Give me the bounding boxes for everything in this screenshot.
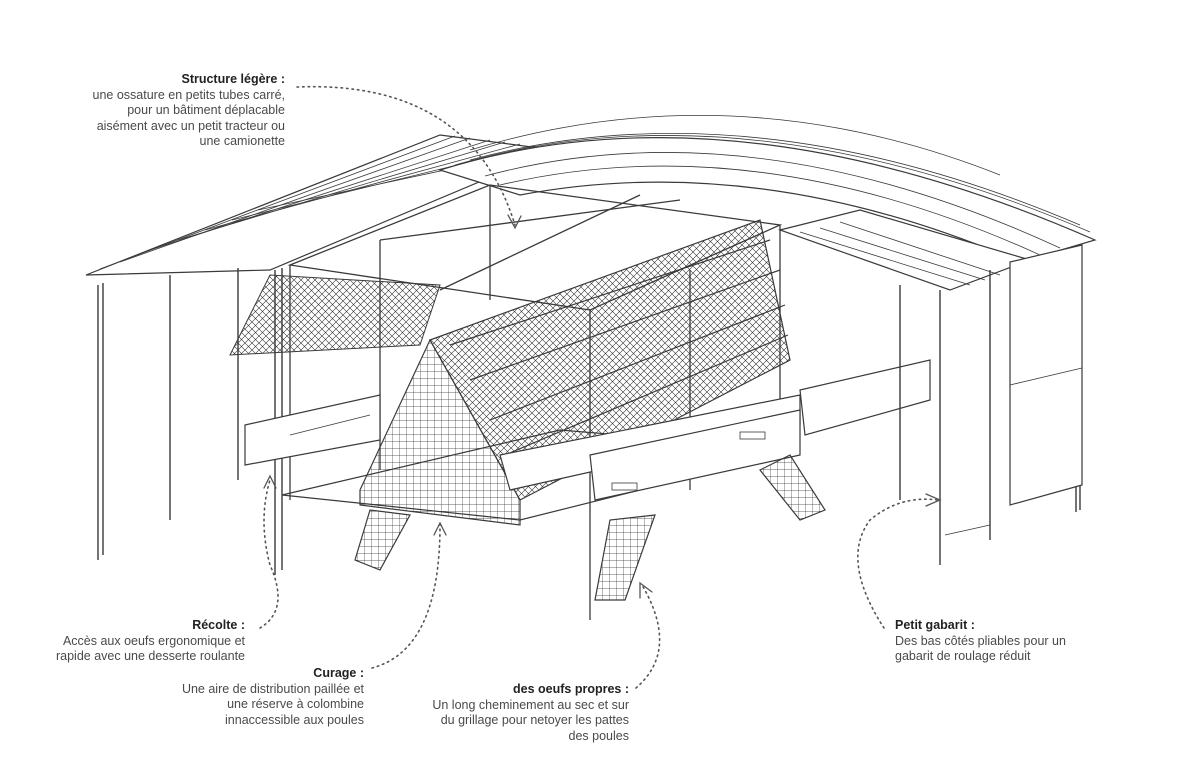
right-ramp [759,454,826,521]
leader-gabarit [857,498,939,629]
callout-oeufs-title: des oeufs propres : [513,682,629,696]
callout-structure: Structure légère : une ossature en petit… [93,72,285,150]
left-ramp [354,509,411,571]
leader-structure [296,85,516,226]
callout-recolte: Récolte : Accès aux oeufs ergonomique et… [56,618,245,665]
leader-lines [259,85,942,689]
left-awning-mesh [229,274,441,356]
callout-oeufs: des oeufs propres : Un long cheminement … [432,682,629,744]
callout-gabarit-title: Petit gabarit : [895,618,975,632]
right-nest-box [799,359,931,436]
callout-curage-line: Une aire de distribution paillée et [181,681,364,696]
leader-recolte [259,479,279,629]
leader-oeufs [635,584,661,689]
callout-curage: Curage : Une aire de distribution paillé… [182,666,364,728]
callout-gabarit-line: gabarit de roulage réduit [895,649,1031,663]
callout-gabarit: Petit gabarit : Des bas côtés pliables p… [895,618,1066,665]
callout-gabarit-line: Des bas côtés pliables pour un [895,633,1066,648]
building-drawing [85,115,1097,620]
callout-oeufs-line: des poules [568,728,629,743]
callout-recolte-line: rapide avec une desserte roulante [55,649,245,663]
callout-curage-line: une réserve à colombine [227,697,364,711]
callout-structure-line: aisément avec un petit tracteur ou [96,118,285,133]
callout-curage-title: Curage : [313,666,364,680]
callout-curage-line: innaccessible aux poules [225,712,364,727]
callout-structure-line: une ossature en petits tubes carré, [92,87,285,102]
perch-mesh-front [359,338,521,526]
callout-structure-title: Structure légère : [181,72,285,86]
left-nest-box [244,394,381,466]
callout-recolte-title: Récolte : [192,618,245,632]
leader-curage [371,524,441,669]
center-ramp [594,514,656,601]
right-wall-panel [1009,244,1083,506]
callout-structure-line: pour un bâtiment déplacable [127,103,285,117]
callout-oeufs-line: du grillage pour netoyer les pattes [440,713,629,727]
callout-structure-line: une camionette [199,134,285,148]
callout-recolte-line: Accès aux oeufs ergonomique et [62,633,245,648]
callout-oeufs-line: Un long cheminement au sec et sur [432,697,629,712]
